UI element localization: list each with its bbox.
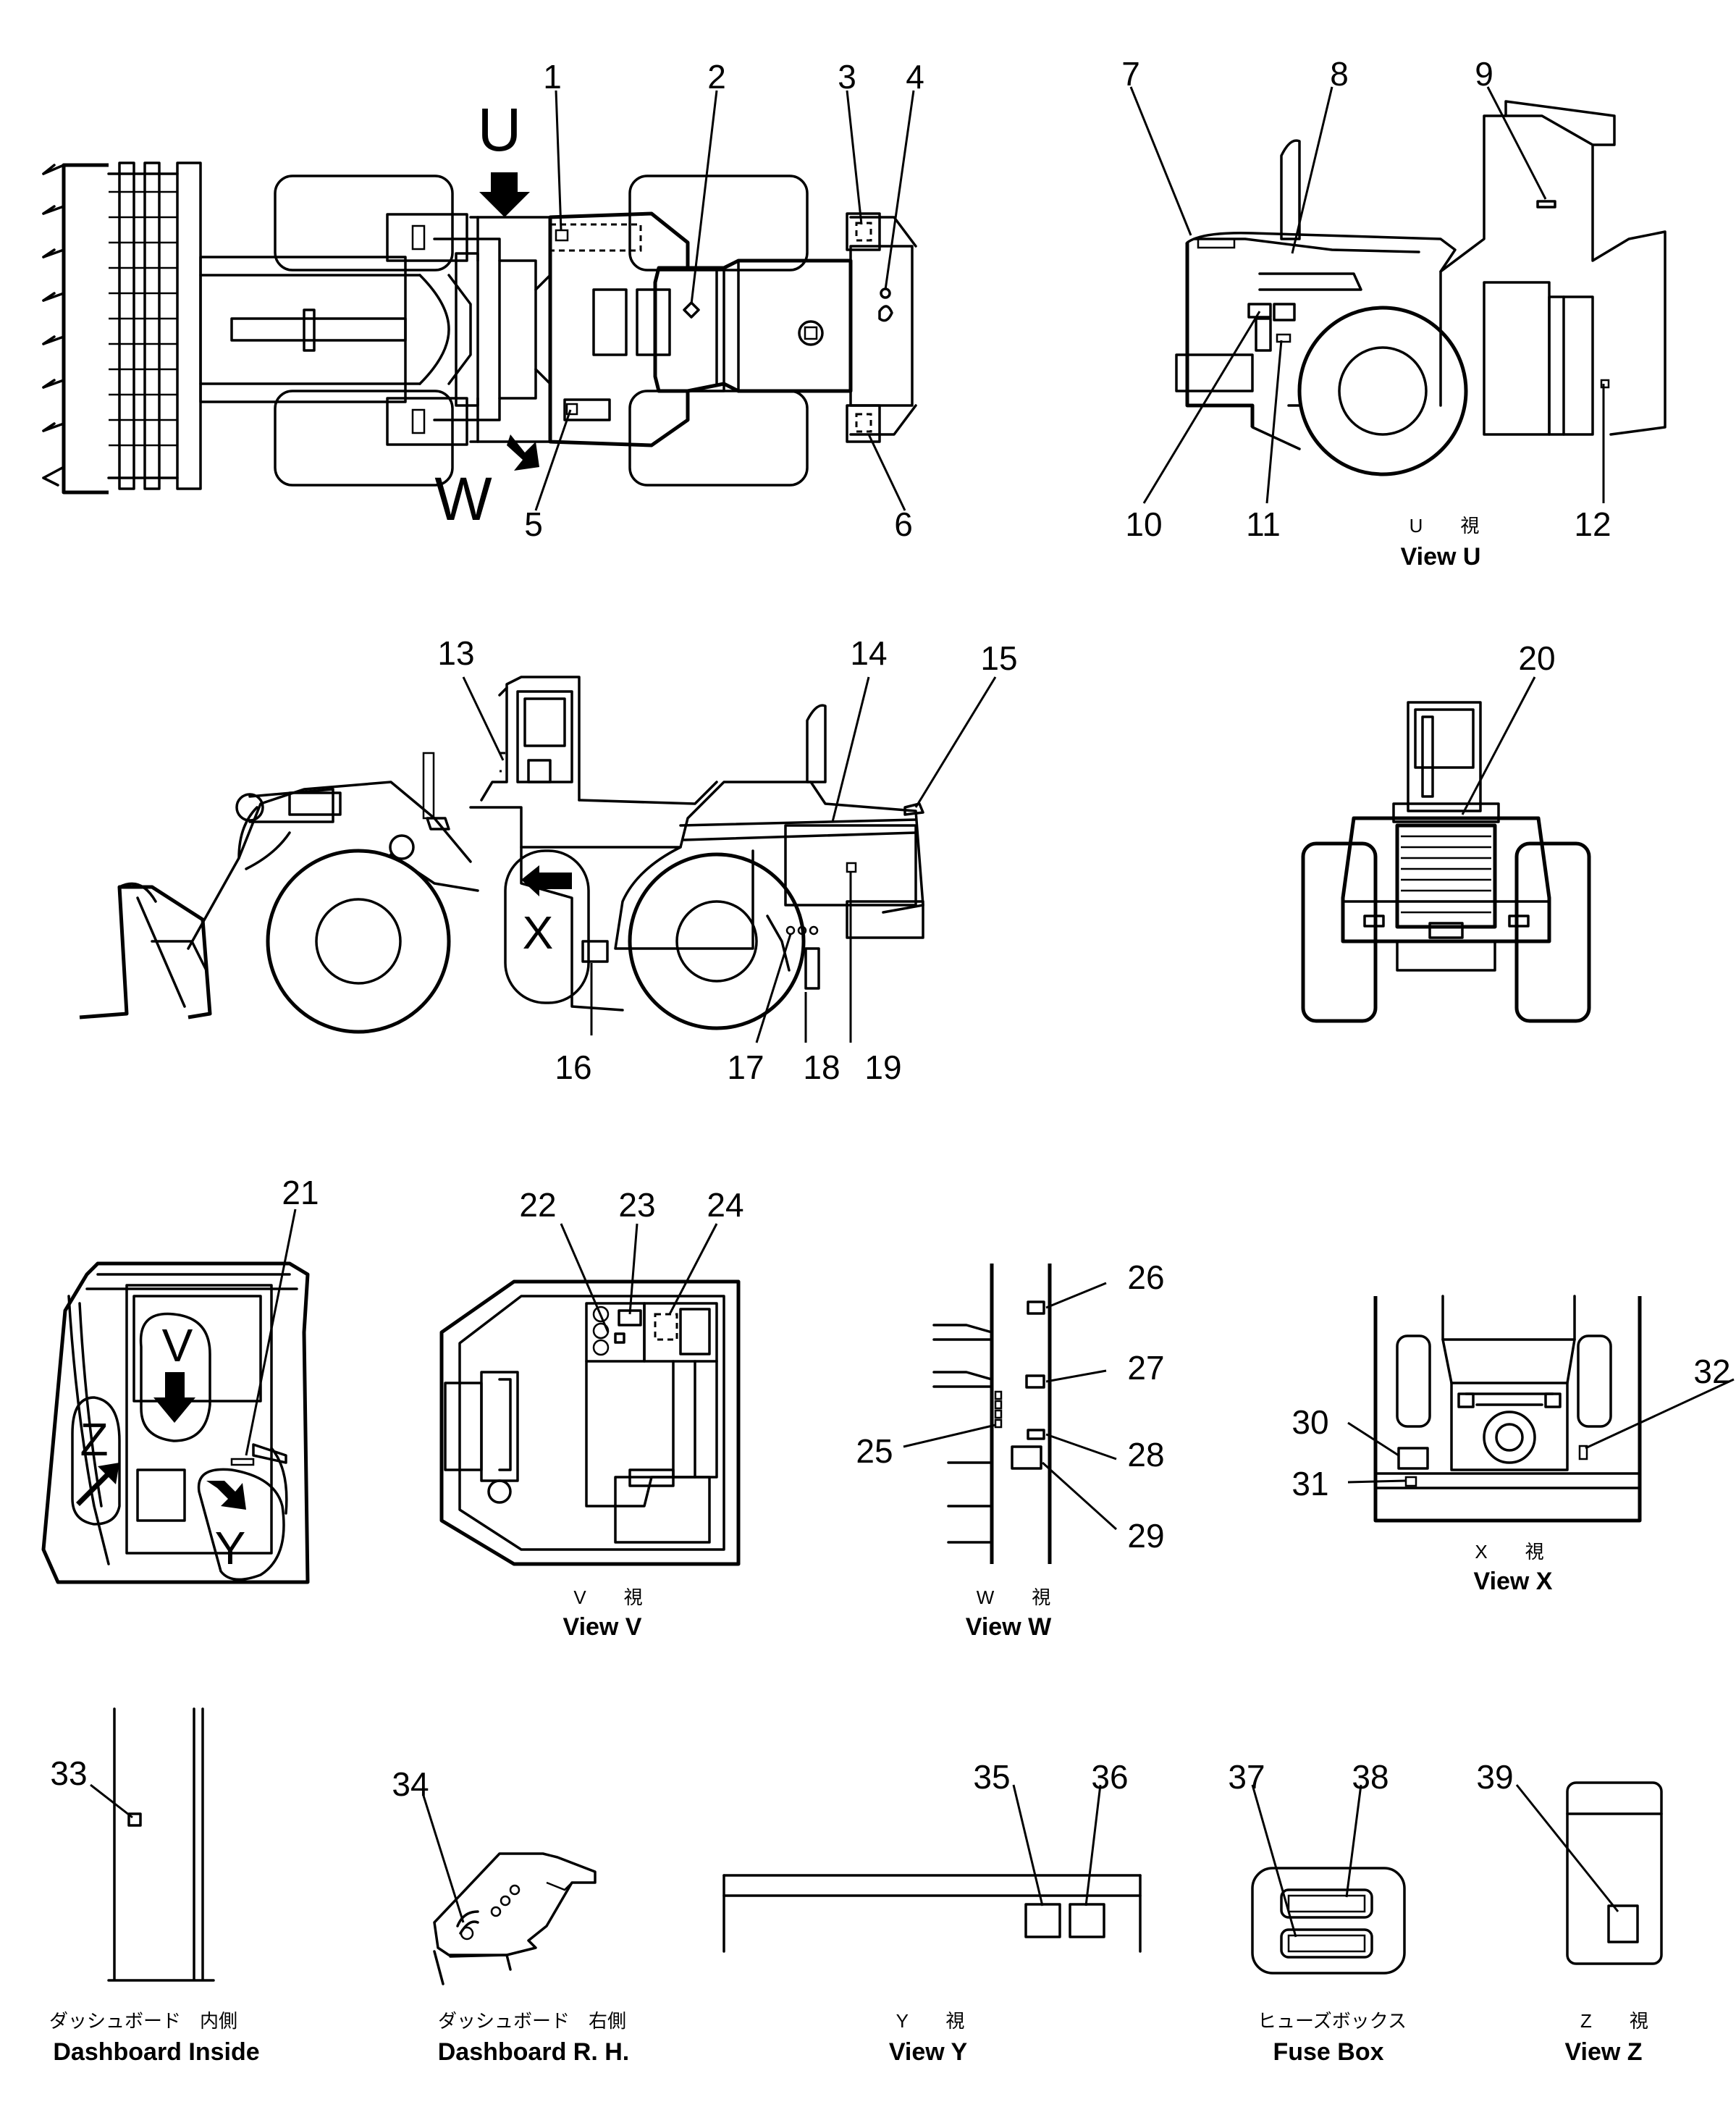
callout-27: 27 <box>1127 1349 1164 1387</box>
callout-5: 5 <box>524 505 543 543</box>
dashboard-inside-drawing: 33 ダッシュボード 内側 Dashboard Inside <box>49 1707 260 2066</box>
view-arrow-y-label: Y <box>215 1522 246 1574</box>
view-v-drawing: 22 23 24 V 視 View V <box>439 1186 744 1641</box>
callout-23: 23 <box>618 1186 655 1224</box>
caption-view-v-jp: V 視 <box>573 1586 642 1608</box>
callout-28: 28 <box>1127 1436 1164 1473</box>
view-x-drawing: 30 31 32 X 視 View X <box>1292 1295 1735 1595</box>
caption-view-u-en: View U <box>1401 543 1481 571</box>
view-arrow-x-label: X <box>523 907 554 959</box>
callout-34: 34 <box>392 1765 429 1803</box>
callout-15: 15 <box>980 639 1017 677</box>
callout-35: 35 <box>973 1758 1010 1796</box>
callout-19: 19 <box>864 1048 901 1086</box>
side-view-drawing: X 13 14 15 16 17 18 19 <box>79 634 1018 1086</box>
callout-7: 7 <box>1121 55 1140 93</box>
view-arrow-z-label: Z <box>80 1413 108 1466</box>
caption-view-z-en: View Z <box>1564 2038 1642 2066</box>
callout-30: 30 <box>1292 1403 1328 1441</box>
top-view-drawing: U W 1 2 3 4 5 6 <box>42 58 924 543</box>
callout-10: 10 <box>1125 505 1162 543</box>
callout-12: 12 <box>1574 505 1611 543</box>
callout-1: 1 <box>543 58 562 96</box>
callout-11: 11 <box>1246 505 1281 543</box>
callout-37: 37 <box>1228 1758 1265 1796</box>
view-arrow-w-label: W <box>434 465 492 533</box>
caption-view-w-jp: W 視 <box>977 1586 1051 1608</box>
dashboard-rh-drawing: 34 ダッシュボード 右側 Dashboard R. H. <box>392 1765 629 2066</box>
caption-view-x-jp: X 視 <box>1475 1541 1543 1563</box>
callout-26: 26 <box>1127 1258 1164 1296</box>
callout-32: 32 <box>1693 1353 1730 1390</box>
caption-dashboard-rh-en: Dashboard R. H. <box>438 2038 629 2066</box>
view-u-drawing: 7 8 9 10 11 12 U 視 View U <box>1121 55 1667 571</box>
callout-31: 31 <box>1292 1465 1328 1502</box>
callout-9: 9 <box>1475 55 1493 93</box>
rear-view-drawing: 20 <box>1301 639 1591 1023</box>
callout-33: 33 <box>50 1754 87 1792</box>
caption-view-y-en: View Y <box>889 2038 968 2066</box>
callout-20: 20 <box>1518 639 1555 677</box>
view-y-drawing: 35 36 Y 視 View Y <box>722 1758 1142 2066</box>
callout-38: 38 <box>1352 1758 1389 1796</box>
view-arrow-u-label: U <box>478 96 522 164</box>
caption-fuse-box-jp: ヒューズボックス <box>1257 2010 1407 2032</box>
cab-drawing: V Z Y 21 <box>41 1174 319 1584</box>
view-arrow-v-label: V <box>162 1319 193 1371</box>
callout-21: 21 <box>282 1174 319 1211</box>
caption-dashboard-inside-en: Dashboard Inside <box>53 2038 259 2066</box>
caption-fuse-box-en: Fuse Box <box>1273 2038 1383 2066</box>
callout-29: 29 <box>1127 1517 1164 1555</box>
caption-view-v-en: View V <box>563 1613 642 1641</box>
caption-dashboard-rh-jp: ダッシュボード 右側 <box>438 2010 626 2032</box>
caption-view-z-jp: Z 視 <box>1580 2010 1648 2032</box>
callout-13: 13 <box>437 634 474 672</box>
caption-view-w-en: View W <box>966 1613 1052 1641</box>
callout-17: 17 <box>727 1048 764 1086</box>
callout-2: 2 <box>707 58 726 96</box>
callout-6: 6 <box>894 505 913 543</box>
view-w-drawing: 26 27 28 29 25 W 視 View W <box>856 1258 1164 1641</box>
caption-view-x-en: View X <box>1474 1568 1553 1595</box>
callout-4: 4 <box>906 58 924 96</box>
view-z-drawing: 39 Z 視 View Z <box>1476 1758 1663 2066</box>
fuse-box-drawing: 37 38 ヒューズボックス Fuse Box <box>1228 1758 1407 2066</box>
caption-view-u-jp: U 視 <box>1410 515 1480 537</box>
caption-dashboard-inside-jp: ダッシュボード 内側 <box>49 2010 237 2032</box>
caption-view-y-jp: Y 視 <box>896 2010 965 2032</box>
callout-25: 25 <box>856 1432 893 1470</box>
callout-3: 3 <box>838 58 856 96</box>
callout-24: 24 <box>707 1186 743 1224</box>
callout-36: 36 <box>1091 1758 1128 1796</box>
callout-22: 22 <box>519 1186 556 1224</box>
callout-18: 18 <box>803 1048 840 1086</box>
callout-8: 8 <box>1330 55 1349 93</box>
callout-16: 16 <box>555 1048 591 1086</box>
callout-39: 39 <box>1476 1758 1513 1796</box>
callout-14: 14 <box>850 634 887 672</box>
